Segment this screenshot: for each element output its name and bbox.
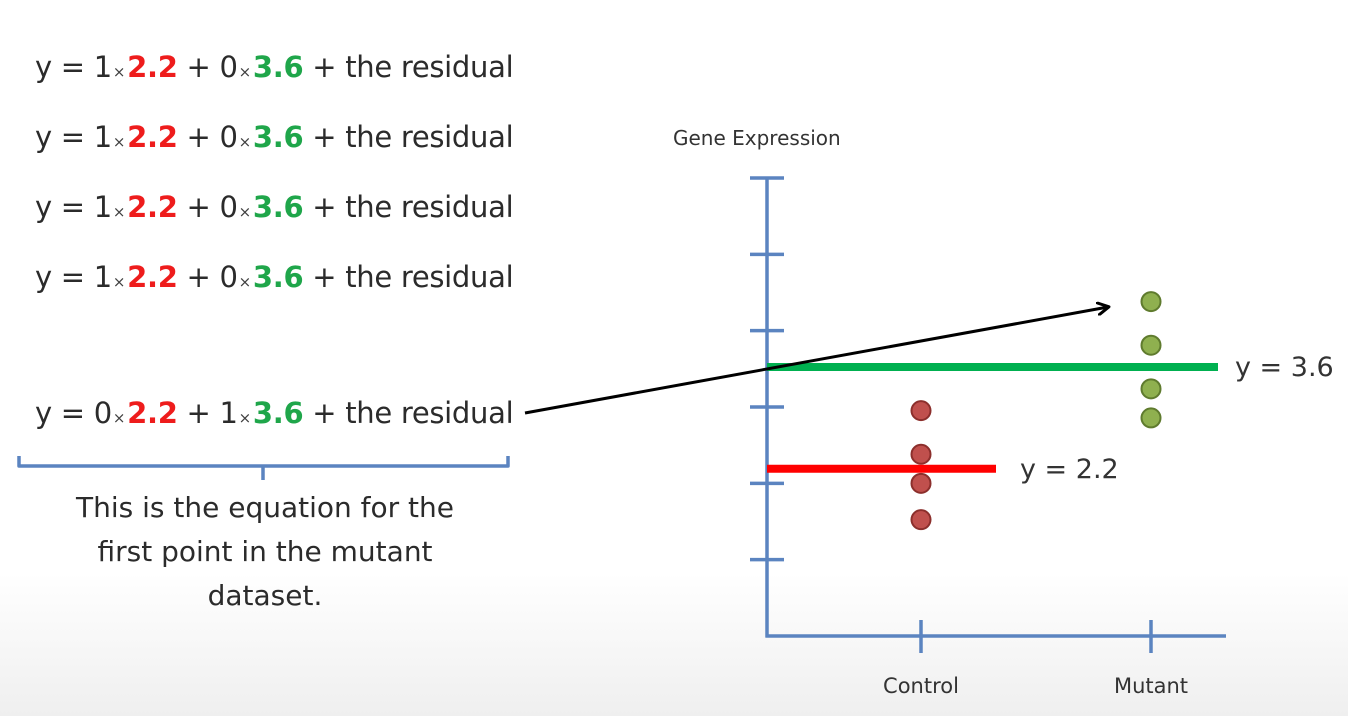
eq-coef-a: 1: [93, 50, 112, 84]
eq-suffix: + the residual: [303, 260, 514, 294]
equation-row-4: y = 1×2.2 + 0×3.6 + the residual: [35, 260, 514, 294]
mutant-point: [1140, 291, 1162, 313]
mutant-mean-label: y = 3.6: [1235, 352, 1334, 383]
multiply-sign: ×: [112, 133, 126, 151]
mutant-mean-value: 3.6: [252, 50, 304, 84]
mutant-point: [1140, 378, 1162, 400]
annotation-line-1: This is the equation for the: [75, 491, 455, 524]
eq-coef-b: 1: [219, 396, 238, 430]
eq-prefix: y =: [35, 50, 94, 84]
multiply-sign: ×: [112, 203, 126, 221]
bracket: [17, 456, 510, 480]
annotation-line-2: first point in the mutant: [97, 535, 433, 568]
eq-prefix: y =: [35, 260, 94, 294]
mutant-mean-value: 3.6: [252, 396, 304, 430]
eq-prefix: y =: [35, 120, 94, 154]
y-axis-label: Gene Expression: [673, 126, 841, 150]
multiply-sign: ×: [112, 273, 126, 291]
annotation-line-3: dataset.: [207, 579, 323, 612]
x-tick-label-mutant: Mutant: [1114, 674, 1188, 698]
equation-row-5: y = 0×2.2 + 1×3.6 + the residual: [35, 396, 514, 430]
equation-row-1: y = 1×2.2 + 0×3.6 + the residual: [35, 50, 514, 84]
control-mean-value: 2.2: [127, 260, 178, 294]
control-mean-label: y = 2.2: [1020, 454, 1119, 485]
eq-prefix: y =: [35, 396, 94, 430]
control-mean-value: 2.2: [127, 120, 178, 154]
eq-plus: +: [177, 190, 220, 224]
mutant-point: [1140, 407, 1162, 429]
control-point: [910, 472, 932, 494]
eq-plus: +: [177, 50, 220, 84]
multiply-sign: ×: [238, 63, 252, 81]
eq-coef-a: 1: [93, 260, 112, 294]
mutant-point: [1140, 334, 1162, 356]
eq-coef-b: 0: [219, 50, 238, 84]
axes: Control Mutant: [750, 176, 1226, 698]
mean-lines: y = 2.2 y = 3.6: [767, 352, 1334, 485]
eq-suffix: + the residual: [303, 190, 514, 224]
eq-suffix: + the residual: [303, 50, 514, 84]
mutant-mean-value: 3.6: [252, 120, 304, 154]
x-tick-label-control: Control: [883, 674, 959, 698]
eq-suffix: + the residual: [303, 396, 514, 430]
eq-coef-a: 1: [93, 190, 112, 224]
eq-coef-a: 0: [93, 396, 112, 430]
control-mean-value: 2.2: [127, 190, 178, 224]
multiply-sign: ×: [112, 409, 126, 427]
multiply-sign: ×: [238, 273, 252, 291]
eq-plus: +: [177, 396, 220, 430]
eq-coef-b: 0: [219, 120, 238, 154]
eq-coef-b: 0: [219, 190, 238, 224]
annotation-arrow: [524, 307, 1108, 415]
data-points: [910, 291, 1162, 531]
eq-suffix: + the residual: [303, 120, 514, 154]
multiply-sign: ×: [238, 409, 252, 427]
eq-plus: +: [177, 260, 220, 294]
control-mean-value: 2.2: [127, 50, 178, 84]
mutant-mean-value: 3.6: [252, 190, 304, 224]
control-point: [910, 400, 932, 422]
equation-row-3: y = 1×2.2 + 0×3.6 + the residual: [35, 190, 514, 224]
multiply-sign: ×: [238, 203, 252, 221]
equation-row-2: y = 1×2.2 + 0×3.6 + the residual: [35, 120, 514, 154]
annotation-text: This is the equation for the first point…: [30, 486, 500, 618]
mutant-mean-value: 3.6: [252, 260, 304, 294]
multiply-sign: ×: [238, 133, 252, 151]
eq-plus: +: [177, 120, 220, 154]
multiply-sign: ×: [112, 63, 126, 81]
control-mean-value: 2.2: [127, 396, 178, 430]
control-point: [910, 443, 932, 465]
eq-prefix: y =: [35, 190, 94, 224]
eq-coef-a: 1: [93, 120, 112, 154]
control-point: [910, 509, 932, 531]
eq-coef-b: 0: [219, 260, 238, 294]
